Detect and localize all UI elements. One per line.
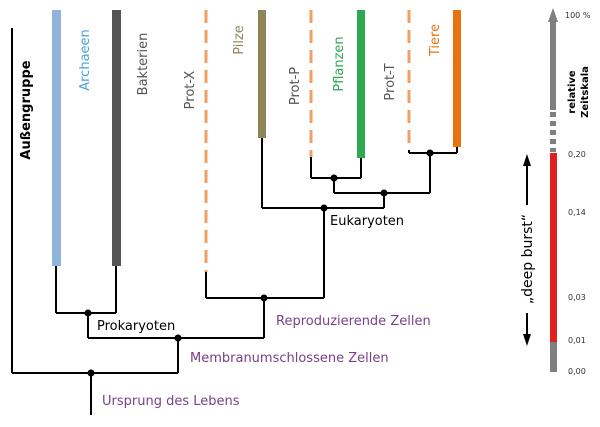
label-tiere: Tiere xyxy=(428,24,443,57)
label-protp: Prot-P xyxy=(288,67,303,105)
deep-burst-bar xyxy=(550,153,557,342)
membrane-node xyxy=(174,334,182,342)
label-ursprung: Ursprung des Lebens xyxy=(102,394,240,409)
tick-100: 100 % xyxy=(565,11,591,20)
tiere-bar xyxy=(453,10,461,147)
tick-003: 0,03 xyxy=(568,293,586,302)
label-archaeen: Archaeen xyxy=(78,29,93,91)
scale-bottom xyxy=(550,342,557,372)
reproducing-node xyxy=(260,294,268,302)
label-prokaryoten: Prokaryoten xyxy=(97,319,175,334)
tick-014: 0,14 xyxy=(568,208,586,217)
animal-node xyxy=(426,149,434,157)
tick-000: 0,00 xyxy=(568,367,586,376)
archaeen-bar xyxy=(52,10,61,266)
time-scale: 100 % 0,20 0,14 0,03 0,01 0,00 relative … xyxy=(518,8,591,376)
label-reproduzierend: Reproduzierende Zellen xyxy=(276,314,431,329)
dashed-lineages xyxy=(204,10,411,272)
burst-arrowhead-down xyxy=(523,334,531,346)
scale-arrowhead xyxy=(548,8,558,22)
label-aussengruppe: Außengruppe xyxy=(19,60,34,159)
scale-title-line1: relative xyxy=(567,70,578,114)
burst-arrowhead-up xyxy=(523,154,531,166)
label-eukaryoten: Eukaryoten xyxy=(330,214,404,229)
root-node xyxy=(87,369,95,377)
scale-title-line2: Zeitskala xyxy=(580,66,591,118)
tick-001: 0,01 xyxy=(568,336,586,345)
label-prott: Prot-T xyxy=(383,63,398,100)
prokaryote-node xyxy=(84,309,92,317)
plants-animals-node xyxy=(380,189,388,197)
label-protx: Prot-X xyxy=(183,71,198,110)
label-bakterien: Bakterien xyxy=(136,33,151,96)
label-deep-burst: „deep burst“ xyxy=(520,214,536,304)
eukaryote-node xyxy=(320,204,328,212)
label-membran: Membranumschlossene Zellen xyxy=(190,351,389,366)
pflanzen-bar xyxy=(357,10,365,158)
tick-020: 0,20 xyxy=(568,150,586,159)
bakterien-bar xyxy=(112,10,121,266)
plant-node xyxy=(330,174,338,182)
label-pflanzen: Pflanzen xyxy=(332,36,347,91)
burst-label-backdrop xyxy=(518,205,536,313)
label-pilze: Pilze xyxy=(232,25,247,55)
node-dots xyxy=(84,149,434,377)
pilze-bar xyxy=(258,10,266,138)
